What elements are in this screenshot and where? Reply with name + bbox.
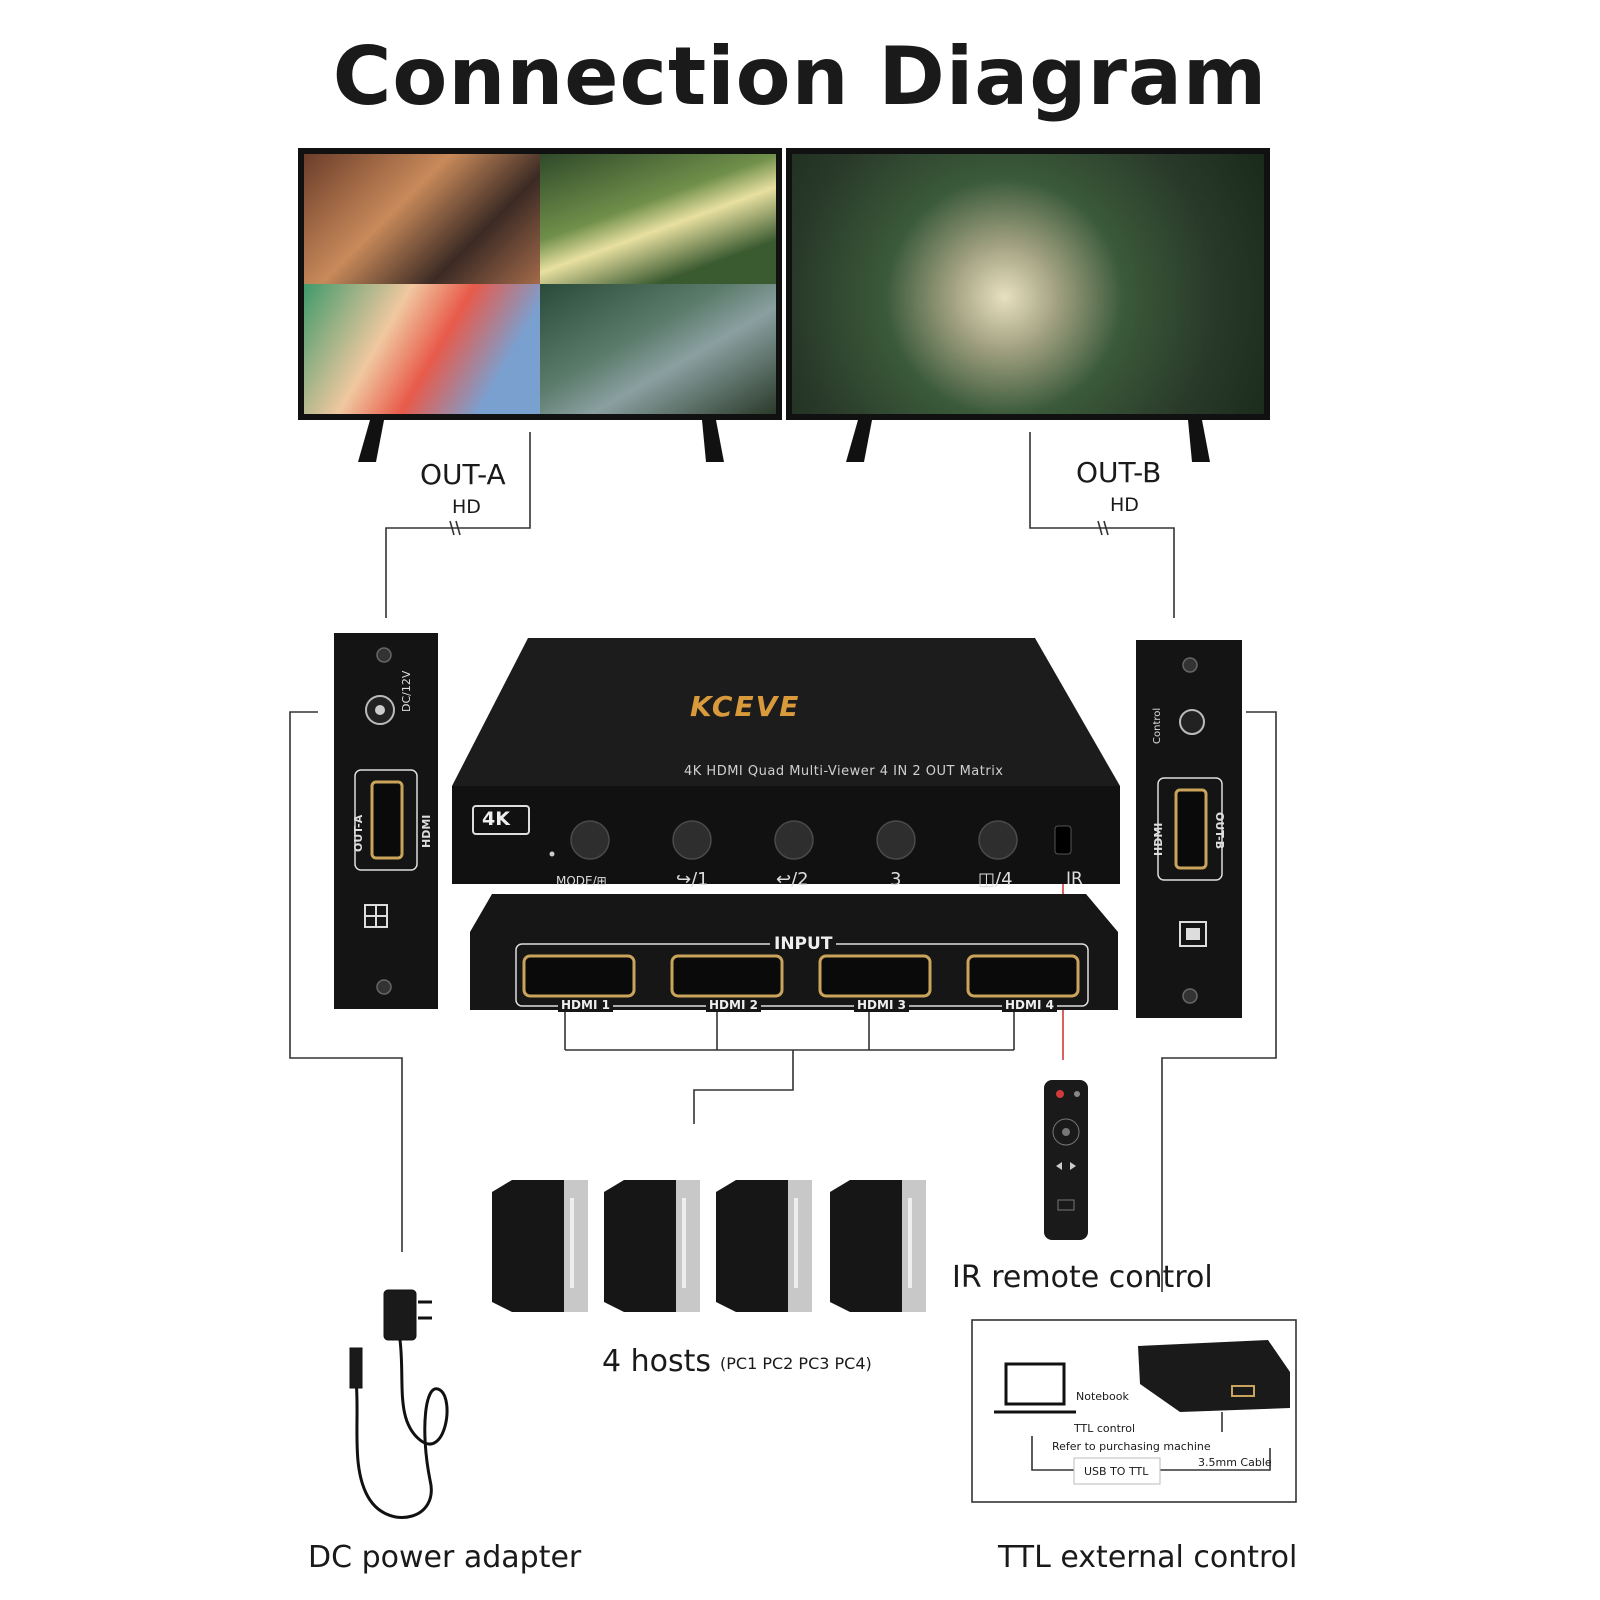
left-side-panel: [334, 633, 438, 1009]
button-label-4: ◫/4: [978, 869, 1013, 890]
monitor-b: [786, 148, 1270, 420]
device-4k-badge: 4K: [482, 808, 510, 830]
left-panel-dc-label: DC/12V: [400, 670, 413, 712]
monitor-stands: [358, 420, 1210, 462]
hosts-sub-label: (PC1 PC2 PC3 PC4): [720, 1354, 872, 1373]
ttl-control-label: TTL external control: [998, 1540, 1298, 1575]
right-panel-out-label: OUT-B: [1213, 812, 1226, 850]
hdmi-input-4-label: HDMI 4: [1002, 998, 1057, 1012]
button-label-mode: MODE/⊞: [556, 874, 607, 888]
out-b-cable-label: HD: [1110, 494, 1139, 516]
right-side-panel: [1136, 640, 1242, 1018]
ttl-notebook-label: Notebook: [1076, 1390, 1129, 1403]
ir-remote-image: [1044, 1080, 1088, 1240]
power-adapter-label: DC power adapter: [308, 1540, 582, 1575]
monitor-b-screen-full: [792, 154, 1264, 414]
connection-lines: [289, 432, 1277, 1292]
hdmi-input-1-label: HDMI 1: [558, 998, 613, 1012]
button-label-2: ↩/2: [776, 869, 809, 890]
device-model-text: 4K HDMI Quad Multi-Viewer 4 IN 2 OUT Mat…: [684, 764, 1004, 779]
input-label: INPUT: [770, 934, 837, 954]
monitor-a: [298, 148, 782, 420]
hdmi-input-3-label: HDMI 3: [854, 998, 909, 1012]
device-brand-logo: KCEVE: [690, 690, 801, 723]
ir-remote-label: IR remote control: [952, 1260, 1213, 1295]
ttl-control-text: TTL control: [1074, 1422, 1135, 1435]
power-adapter-image: [349, 1289, 449, 1519]
ttl-control-box: [971, 1319, 1297, 1503]
host-pc-images: [492, 1180, 926, 1312]
hdmi-input-2-label: HDMI 2: [706, 998, 761, 1012]
left-panel-out-label: OUT-A: [352, 814, 365, 852]
ttl-cable-label: 3.5mm Cable: [1198, 1456, 1272, 1469]
ttl-refer-text: Refer to purchasing machine: [1052, 1440, 1211, 1453]
out-a-cable-label: HD: [452, 496, 481, 518]
left-panel-hdmi-label: HDMI: [420, 814, 433, 848]
page-title: Connection Diagram: [332, 30, 1268, 123]
out-a-label: OUT-A: [420, 458, 506, 491]
monitor-a-screen-quad: [304, 154, 776, 414]
hosts-label: 4 hosts: [602, 1344, 712, 1379]
right-panel-hdmi-label: HDMI: [1152, 822, 1165, 856]
out-b-label: OUT-B: [1076, 456, 1162, 489]
right-panel-control-label: Control: [1152, 707, 1163, 744]
ir-receiver-label: IR: [1066, 869, 1083, 889]
button-label-3: 3: [890, 869, 902, 890]
button-label-1: ↪/1: [676, 869, 709, 890]
ttl-usb-label: USB TO TTL: [1084, 1465, 1149, 1478]
